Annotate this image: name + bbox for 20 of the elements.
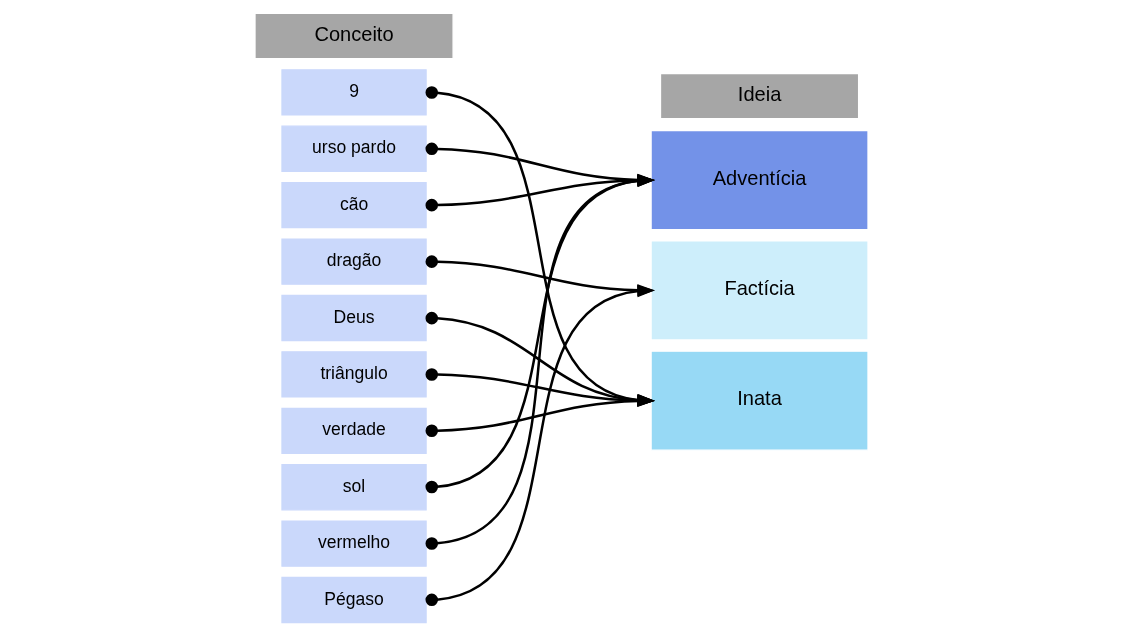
arrow [425,142,655,187]
node-box: sol [281,464,427,511]
arrow [425,394,655,438]
node-box: Deus [281,294,427,342]
node-box: Adventícia [650,129,869,231]
label: Ideia [737,82,782,105]
arrow [425,368,655,407]
node-box: Factícia [650,240,869,341]
node-box: urso pardo [281,125,427,172]
node-box: triângulo [281,351,427,398]
node-box: dragão [281,238,427,285]
node-box: Inata [650,350,869,451]
arrow [425,311,655,407]
node-box: Pégaso [281,576,427,624]
node-box: 9 [281,69,427,116]
node-box: cão [281,182,427,229]
arrow [425,174,655,212]
label: Conceito [314,22,394,45]
node-box: vermelho [281,520,427,567]
node-box: verdade [281,407,427,454]
